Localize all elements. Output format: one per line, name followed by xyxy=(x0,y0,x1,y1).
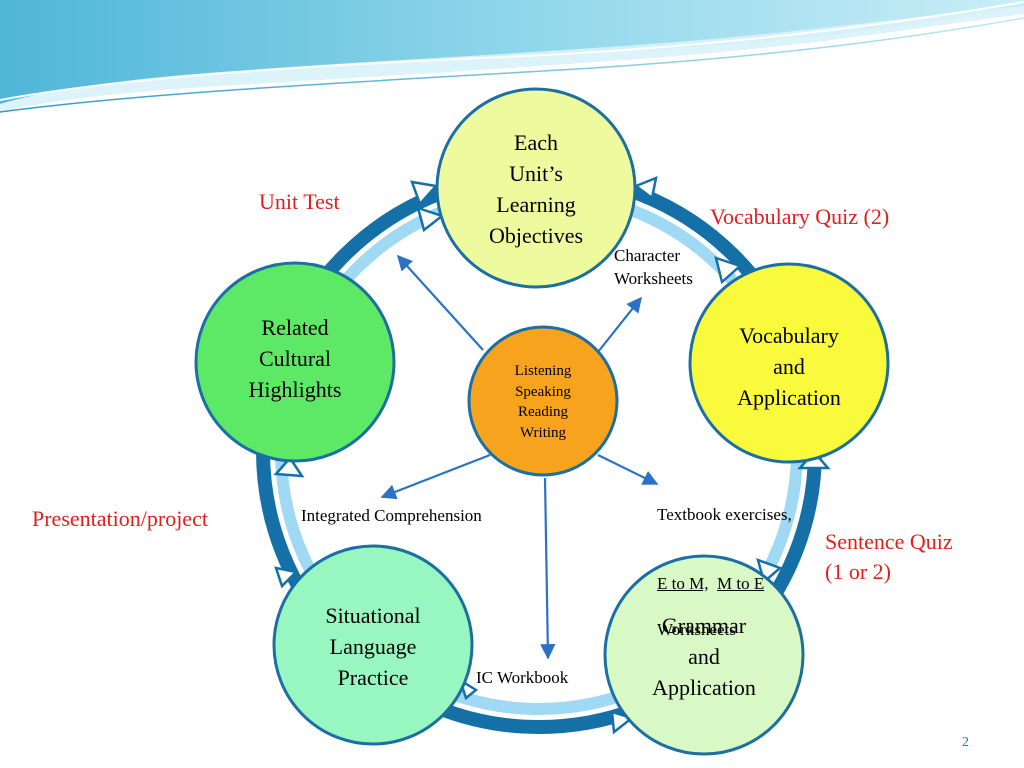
node-grammar-label: Grammar and Application xyxy=(652,613,756,700)
wave-white-line xyxy=(0,1,1024,101)
node-circle-situational xyxy=(272,544,474,746)
sentence-quiz-label: Sentence Quiz (1 or 2) xyxy=(825,529,953,584)
node-objectives-label: Each Unit’s Learning Objectives xyxy=(488,130,584,248)
node-center-label: Listening Speaking Reading Writing xyxy=(514,363,572,441)
vocabulary-quiz-label: Vocabulary Quiz (2) xyxy=(710,204,890,229)
node-vocabulary-label: Vocabulary and Application xyxy=(737,323,841,410)
textbook-exercises-label: Textbook exercises, E to M, M to E Works… xyxy=(657,480,792,664)
cycle-arrow-to-cultural xyxy=(273,455,305,478)
ic-workbook-label: IC Workbook xyxy=(476,668,569,687)
slide-number: 2 xyxy=(962,735,969,750)
spoke-to-ic-workbook xyxy=(540,477,556,660)
spoke-to-unit-test xyxy=(396,254,484,351)
cycle-arrow-to-objectives-outer xyxy=(410,180,439,207)
m-to-e-label: M to E xyxy=(716,574,765,593)
node-circle-vocabulary xyxy=(688,262,890,464)
spoke-to-textbook-exercises xyxy=(597,454,659,485)
node-circle-center xyxy=(467,325,619,477)
unit-test-label: Unit Test xyxy=(259,189,340,214)
wave-band-lower xyxy=(0,6,1024,112)
node-circle-grammar xyxy=(603,554,805,756)
header-wave xyxy=(0,0,1024,113)
translation-line: E to M, M to E xyxy=(657,549,792,595)
character-worksheets-label: Character Worksheets xyxy=(614,246,693,288)
wave-thin-line xyxy=(0,17,1024,113)
e-to-m-label: E to M, xyxy=(657,574,709,593)
textbook-exercises-line: Textbook exercises, xyxy=(657,505,792,524)
spoke-to-character-worksheets xyxy=(597,296,642,353)
node-cultural-label: Related Cultural Highlights xyxy=(248,315,342,402)
center-spokes xyxy=(380,254,659,660)
cycle-arrow-to-vocabulary xyxy=(714,256,743,285)
integrated-comprehension-label: Integrated Comprehension xyxy=(301,506,482,525)
node-situational-label: Situational Language Practice xyxy=(325,603,421,690)
cycle-arrow-from-objectives xyxy=(633,175,658,201)
presentation-project-label: Presentation/project xyxy=(32,506,208,531)
cycle-arrow-from-situational xyxy=(274,566,299,589)
node-circle-cultural xyxy=(194,261,396,463)
spoke-to-integrated-comprehension xyxy=(380,453,491,500)
cycle-arrow-to-objectives-inner xyxy=(416,206,445,233)
worksheets-line: Worksheets xyxy=(657,620,736,639)
node-circle-objectives xyxy=(435,87,637,289)
wave-band-upper xyxy=(0,0,1024,104)
